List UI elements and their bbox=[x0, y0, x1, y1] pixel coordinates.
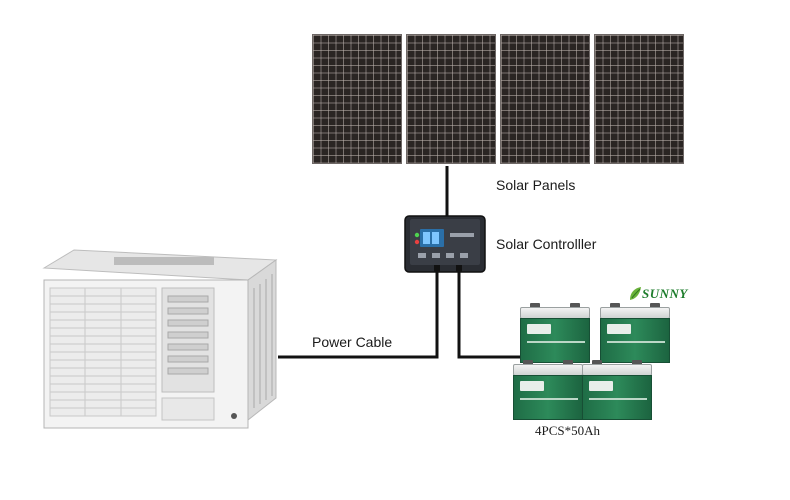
solar-controller-device bbox=[404, 215, 486, 273]
solar-panel-2 bbox=[406, 34, 496, 164]
battery-2 bbox=[600, 303, 670, 363]
power-cable-label: Power Cable bbox=[312, 334, 393, 350]
leaf-icon bbox=[630, 287, 641, 300]
solar-panel-1 bbox=[312, 34, 402, 164]
air-conditioner-unit bbox=[42, 249, 278, 429]
solar-panels-label: Solar Panels bbox=[496, 177, 576, 193]
solar-controller-label: Solar Controlller bbox=[496, 236, 597, 252]
brand-name: SUNNY bbox=[642, 286, 688, 301]
battery-4 bbox=[582, 360, 652, 420]
battery-cable-line bbox=[457, 268, 525, 359]
solar-panel-4 bbox=[594, 34, 684, 164]
power-cable-line bbox=[278, 268, 439, 359]
sunny-logo: SUNNY bbox=[628, 284, 698, 304]
battery-spec-label: 4PCS*50Ah bbox=[535, 423, 601, 438]
battery-1 bbox=[520, 303, 590, 363]
battery-3 bbox=[513, 360, 583, 420]
solar-panel-3 bbox=[500, 34, 590, 164]
